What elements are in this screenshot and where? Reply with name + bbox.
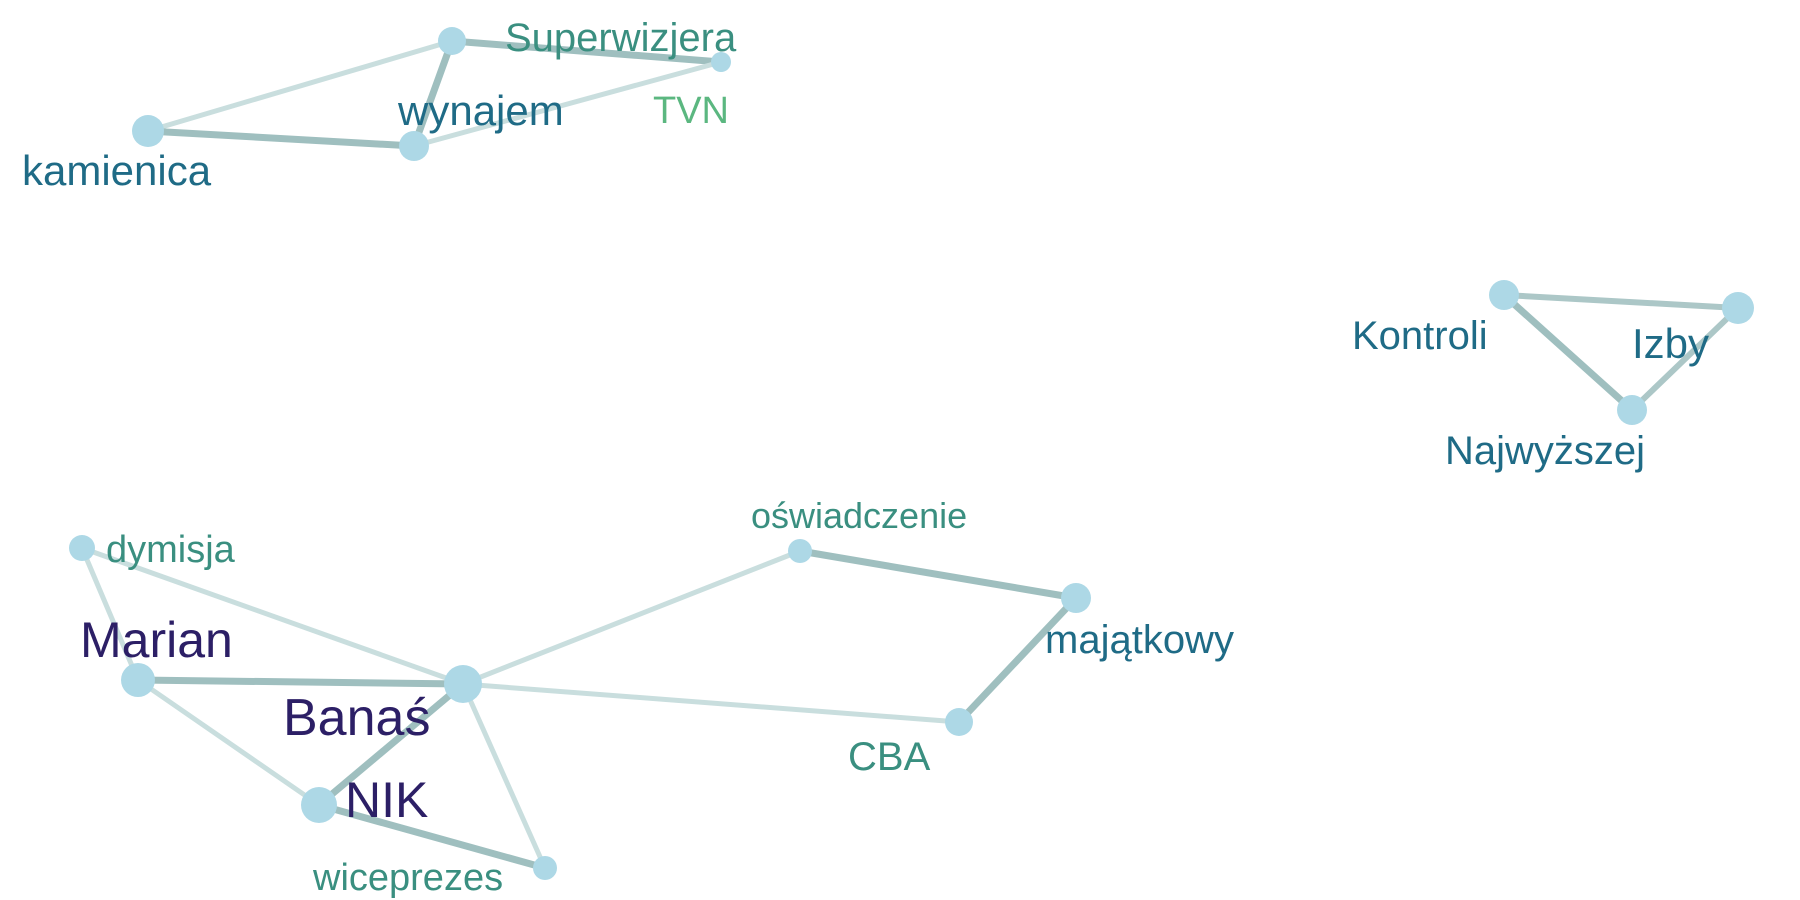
edge-banas-dymisja	[79, 545, 466, 687]
node-label-dymisja: dymisja	[106, 529, 236, 571]
node-label-kamienica: kamienica	[22, 147, 212, 194]
node-oswiadczenie[interactable]	[788, 539, 812, 563]
node-kontroli[interactable]	[1489, 280, 1519, 310]
edge-izby-najwyzszej	[1629, 305, 1741, 413]
edge-banas-oswiadczenie	[460, 548, 803, 687]
node-kamienica[interactable]	[132, 115, 164, 147]
node-label-wynajem: wynajem	[397, 87, 564, 134]
edge-wynajem-tvn	[411, 59, 724, 149]
node-label-majatkowy: majątkowy	[1045, 618, 1234, 662]
node-najwyzszej[interactable]	[1617, 395, 1647, 425]
node-wynajem[interactable]	[399, 131, 429, 161]
node-label-nik: NIK	[345, 772, 428, 828]
edge-marian-dymisja	[79, 545, 141, 683]
node-label-tvn: TVN	[653, 90, 729, 132]
edge-kontroli-najwyzszej	[1500, 291, 1636, 414]
node-label-izby: Izby	[1632, 320, 1709, 367]
node-label-banas: Banaś	[283, 689, 430, 747]
edge-marian-nik	[135, 677, 322, 808]
nodes-layer	[69, 27, 1754, 880]
node-cba[interactable]	[945, 708, 973, 736]
edge-banas-cba	[460, 681, 962, 725]
edge-wynajem-kamienica	[144, 127, 418, 150]
node-dymisja[interactable]	[69, 535, 95, 561]
node-superwizjera[interactable]	[438, 27, 466, 55]
node-banas[interactable]	[444, 665, 482, 703]
node-label-marian: Marian	[80, 612, 233, 668]
node-label-oswiadczenie: oświadczenie	[751, 495, 967, 536]
node-wiceprezes[interactable]	[533, 856, 557, 880]
edge-oswiadczenie-majatkowy	[796, 547, 1080, 602]
node-label-kontroli: Kontroli	[1352, 314, 1488, 358]
node-nik[interactable]	[301, 787, 337, 823]
edge-banas-wiceprezes	[460, 681, 548, 871]
edge-kontroli-izby	[1501, 292, 1741, 311]
node-label-najwyzszej: Najwyższej	[1445, 429, 1645, 473]
node-label-superwizjera: Superwizjera	[505, 16, 737, 60]
edge-superwizjera-kamienica	[145, 38, 455, 134]
edge-majatkowy-cba	[955, 594, 1080, 726]
node-izby[interactable]	[1722, 292, 1754, 324]
edge-banas-marian	[134, 676, 467, 688]
node-label-wiceprezes: wiceprezes	[312, 857, 503, 899]
node-label-cba: CBA	[848, 735, 931, 779]
node-marian[interactable]	[121, 663, 155, 697]
edge-nik-wiceprezes	[315, 801, 549, 872]
edge-banas-nik	[315, 680, 467, 809]
edge-superwizjera-wynajem	[410, 37, 456, 150]
edges-layer	[79, 37, 1741, 872]
edge-superwizjera-tvn	[448, 37, 725, 66]
node-tvn[interactable]	[711, 52, 731, 72]
node-majatkowy[interactable]	[1061, 583, 1091, 613]
